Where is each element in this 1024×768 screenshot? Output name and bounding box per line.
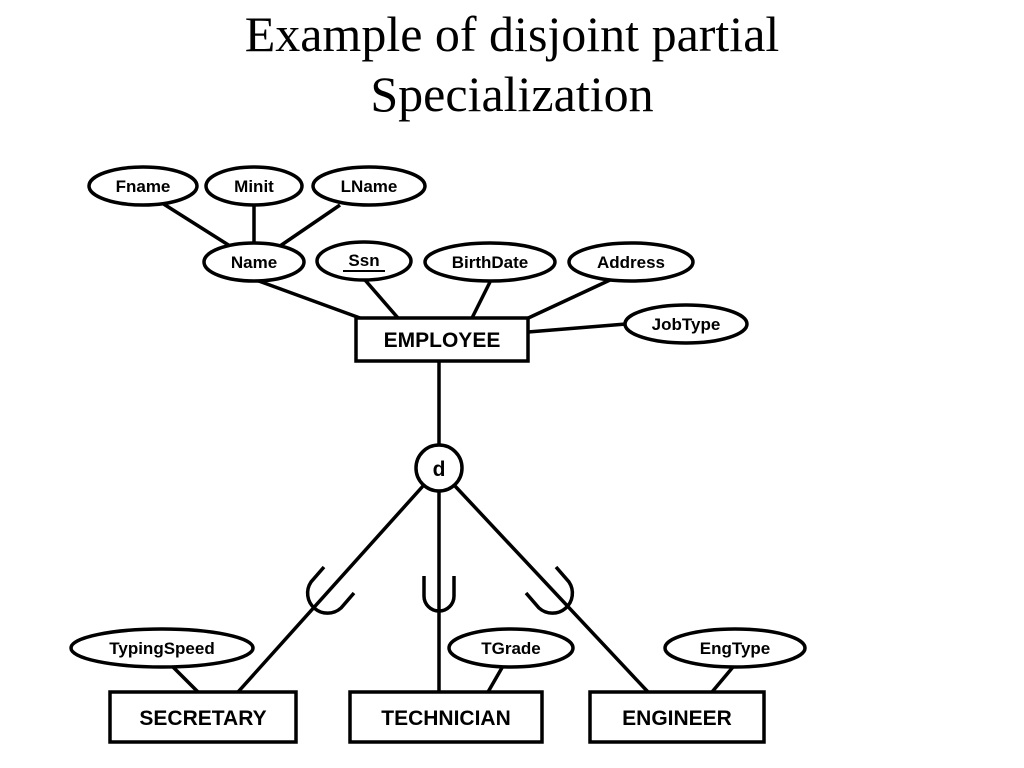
entity-technician: TECHNICIAN [348, 690, 544, 744]
line-address-employee [523, 278, 611, 322]
line-d-secretary [236, 484, 425, 694]
line-typingspeed-secretary [170, 664, 200, 694]
attribute-tgrade: TGrade [447, 627, 575, 669]
attribute-jobtype-label: JobType [652, 315, 721, 334]
line-fname-name [161, 201, 231, 248]
entity-employee-label: EMPLOYEE [384, 329, 501, 352]
connector-lines [161, 201, 735, 694]
attribute-engtype: EngType [663, 627, 807, 669]
line-d-engineer [453, 484, 650, 694]
attribute-minit: Minit [204, 165, 304, 207]
entity-engineer-label: ENGINEER [622, 707, 732, 730]
subset-symbol-engineer [524, 565, 575, 615]
line-lname-name [279, 203, 341, 248]
subset-symbol-secretary [305, 565, 356, 615]
attribute-address-label: Address [597, 253, 665, 272]
entity-secretary: SECRETARY [108, 690, 298, 744]
entity-technician-label: TECHNICIAN [381, 707, 511, 730]
line-birthdate-employee [470, 281, 492, 319]
attribute-name: Name [202, 241, 306, 283]
line-jobtype-employee [527, 322, 627, 334]
attribute-fname: Fname [87, 165, 199, 207]
attribute-fname-label: Fname [116, 177, 171, 196]
disjoint-circle: d [414, 443, 464, 493]
entity-employee: EMPLOYEE [354, 316, 530, 363]
attribute-lname-label: LName [341, 177, 398, 196]
attribute-typingspeed: TypingSpeed [69, 627, 255, 669]
attribute-name-label: Name [231, 253, 277, 272]
line-engtype-engineer [710, 665, 735, 694]
subset-symbol-technician [422, 576, 456, 613]
title-line-1: Example of disjoint partial [244, 6, 780, 62]
attribute-address: Address [567, 241, 695, 283]
attribute-minit-label: Minit [234, 177, 274, 196]
line-tgrade-technician [486, 665, 505, 693]
attribute-typingspeed-label: TypingSpeed [109, 639, 214, 658]
attribute-engtype-label: EngType [700, 639, 771, 658]
attribute-tgrade-label: TGrade [481, 639, 541, 658]
attribute-jobtype: JobType [623, 303, 749, 345]
disjoint-symbol: d [433, 458, 446, 481]
entity-secretary-label: SECRETARY [139, 707, 266, 730]
line-name-employee [255, 278, 361, 320]
attribute-birthdate-label: BirthDate [452, 253, 529, 272]
line-ssn-employee [363, 278, 400, 320]
attribute-birthdate: BirthDate [423, 241, 557, 283]
attribute-ssn-key: Ssn [315, 240, 413, 282]
slide-title: Example of disjoint partial Specializati… [0, 4, 1024, 124]
attribute-ssn-label: Ssn [348, 251, 379, 270]
entity-engineer: ENGINEER [588, 690, 766, 744]
title-line-2: Specialization [370, 66, 654, 122]
attribute-lname: LName [311, 165, 427, 207]
